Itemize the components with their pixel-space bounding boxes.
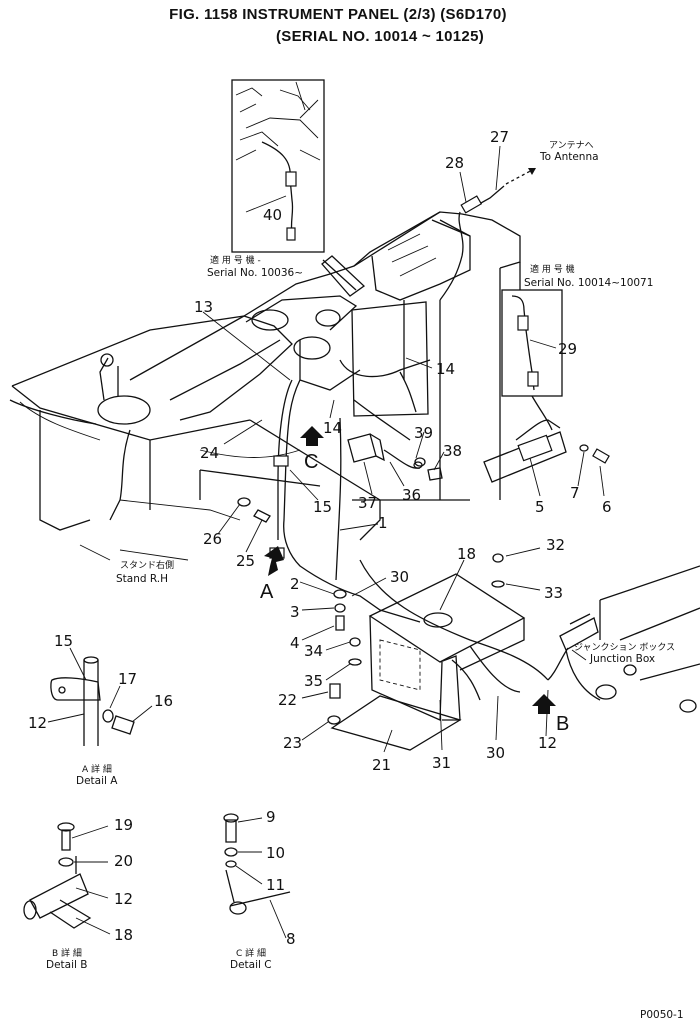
stand-label-en: Stand R.H bbox=[116, 573, 168, 585]
callout-5: 5 bbox=[535, 498, 545, 516]
callout-28: 28 bbox=[445, 154, 464, 172]
callout-26: 26 bbox=[203, 530, 222, 548]
view-letter-a: A bbox=[260, 581, 274, 603]
callout-39: 39 bbox=[414, 424, 433, 442]
relay-bracket-37 bbox=[347, 433, 443, 481]
callout-12-detail-a: 12 bbox=[28, 714, 47, 732]
leader-lines bbox=[47, 145, 605, 939]
wiring-harness bbox=[269, 301, 569, 693]
switch-bracket-5 bbox=[483, 395, 610, 483]
callout-16: 16 bbox=[154, 692, 173, 710]
callout-17: 17 bbox=[118, 670, 137, 688]
callout-numbers: 40 27 28 13 29 14 14 24 39 38 36 37 5 7 … bbox=[28, 128, 612, 948]
serial-range-1-en: Serial No. 10014~10071 bbox=[524, 277, 653, 289]
callout-10: 10 bbox=[266, 844, 285, 862]
inset-serial-10036 bbox=[231, 79, 325, 253]
callout-13: 13 bbox=[194, 298, 213, 316]
view-letters: A C B bbox=[260, 451, 569, 735]
callout-21: 21 bbox=[372, 756, 391, 774]
callout-36: 36 bbox=[402, 486, 421, 504]
callout-6: 6 bbox=[602, 498, 612, 516]
callout-34: 34 bbox=[304, 642, 323, 660]
callout-30-lower: 30 bbox=[486, 744, 505, 762]
callout-14-lower: 14 bbox=[323, 419, 342, 437]
callout-27: 27 bbox=[490, 128, 509, 146]
detail-c-drawing bbox=[223, 813, 291, 915]
callout-3: 3 bbox=[290, 603, 300, 621]
detail-b-drawing bbox=[23, 822, 92, 929]
callout-15-main: 15 bbox=[313, 498, 332, 516]
callout-1: 1 bbox=[378, 514, 388, 532]
callout-18-detail-b: 18 bbox=[114, 926, 133, 944]
junction-box-label-en: Junction Box bbox=[589, 653, 655, 665]
instrument-panel-body bbox=[9, 211, 521, 561]
callout-29: 29 bbox=[558, 340, 577, 358]
callout-22: 22 bbox=[278, 691, 297, 709]
junction-box-assembly bbox=[330, 565, 700, 751]
callout-11: 11 bbox=[266, 876, 285, 894]
detail-a-label-en: Detail A bbox=[76, 775, 118, 787]
detail-c-label-en: Detail C bbox=[230, 959, 272, 971]
callout-37: 37 bbox=[358, 494, 377, 512]
stand-label-jp: スタンド右側 bbox=[120, 559, 174, 571]
callout-24: 24 bbox=[200, 444, 219, 462]
callout-2: 2 bbox=[290, 575, 300, 593]
serial-range-1-jp: 適 用 号 機 bbox=[530, 263, 575, 275]
corner-code: P0050-1 bbox=[640, 1009, 684, 1020]
callout-7: 7 bbox=[570, 484, 580, 502]
inset-serial-10014-10071 bbox=[501, 289, 563, 397]
antenna-cable bbox=[439, 167, 537, 301]
callout-9: 9 bbox=[266, 808, 276, 826]
callout-25: 25 bbox=[236, 552, 255, 570]
detail-b-label-jp: B 詳 細 bbox=[52, 947, 82, 959]
callout-31: 31 bbox=[432, 754, 451, 772]
serial-range-2-en: Serial No. 10036~ bbox=[207, 267, 303, 279]
callout-18-main: 18 bbox=[457, 545, 476, 563]
serial-range-2-jp: 適 用 号 機 - bbox=[210, 254, 261, 266]
callout-23: 23 bbox=[283, 734, 302, 752]
detail-a-label-jp: A 詳 細 bbox=[82, 763, 112, 775]
detail-b-label-en: Detail B bbox=[46, 959, 87, 971]
callout-15-detail-a: 15 bbox=[54, 632, 73, 650]
view-letter-c: C bbox=[304, 451, 318, 473]
detail-a-drawing bbox=[50, 656, 135, 746]
figure-title: FIG. 1158 INSTRUMENT PANEL (2/3) (S6D170… bbox=[169, 6, 507, 23]
callout-40: 40 bbox=[263, 206, 282, 224]
callout-12-main: 12 bbox=[538, 734, 557, 752]
junction-box-label-jp: ジャンクション ボックス bbox=[574, 642, 675, 653]
hardware-items bbox=[237, 457, 505, 725]
antenna-label-en: To Antenna bbox=[539, 151, 599, 163]
callout-32: 32 bbox=[546, 536, 565, 554]
callout-14-upper: 14 bbox=[436, 360, 455, 378]
callout-12-detail-b: 12 bbox=[114, 890, 133, 908]
antenna-label-jp: アンテナへ bbox=[549, 140, 594, 151]
view-letter-b: B bbox=[556, 713, 569, 735]
callout-4: 4 bbox=[290, 634, 300, 652]
detail-c-label-jp: C 詳 細 bbox=[236, 947, 266, 959]
view-arrows bbox=[264, 426, 556, 714]
figure-serial-range: (SERIAL NO. 10014 ~ 10125) bbox=[275, 28, 485, 45]
callout-19: 19 bbox=[114, 816, 133, 834]
callout-35: 35 bbox=[304, 672, 323, 690]
callout-38: 38 bbox=[443, 442, 462, 460]
callout-8: 8 bbox=[286, 930, 296, 948]
callout-20: 20 bbox=[114, 852, 133, 870]
text-labels: アンテナへ To Antenna 適 用 号 機 Serial No. 1001… bbox=[46, 140, 684, 1020]
callout-30-upper: 30 bbox=[390, 568, 409, 586]
callout-33: 33 bbox=[544, 584, 563, 602]
